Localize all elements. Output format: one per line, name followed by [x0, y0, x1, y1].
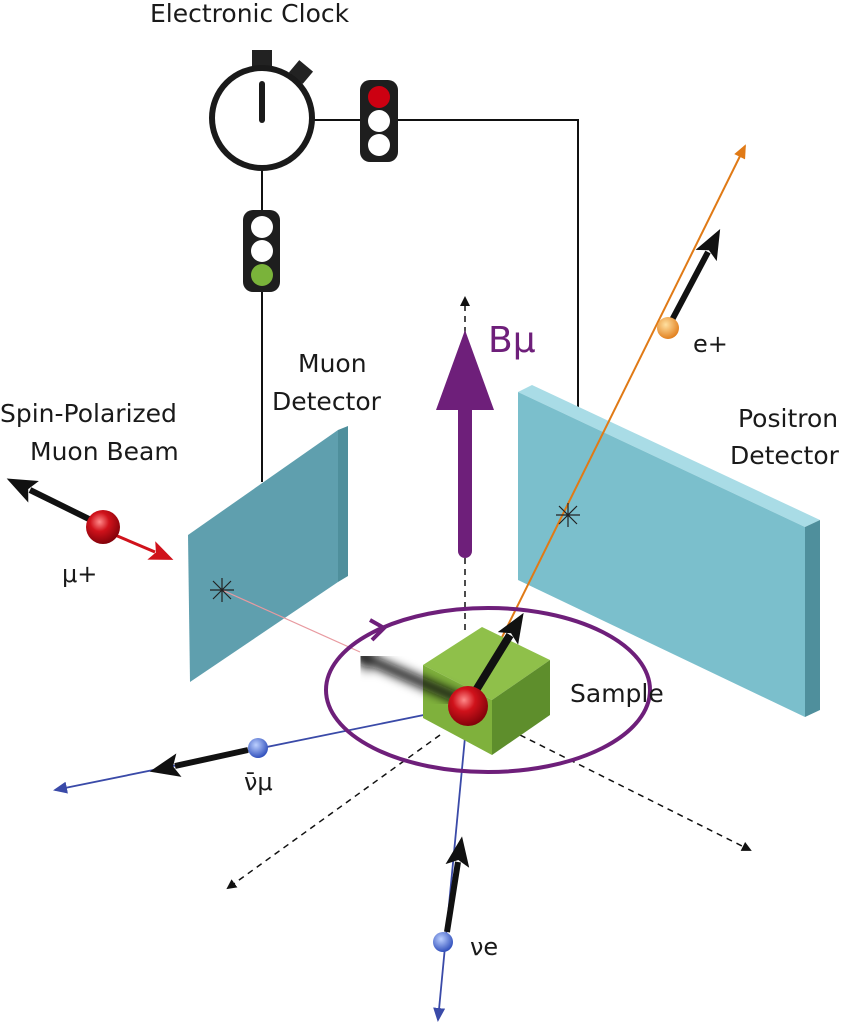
- incoming-muon: [86, 510, 120, 544]
- traffic-light-stop-icon: [360, 80, 398, 162]
- muon-in-sample: [448, 686, 488, 726]
- muon-label: μ+: [62, 560, 97, 588]
- spin-arrow-blurred: [346, 649, 464, 705]
- positron-label: e+: [693, 330, 728, 358]
- positron-detector: [518, 385, 820, 717]
- antineutrino-arrow: [149, 747, 249, 777]
- positron-detector-label-line2: Detector: [730, 441, 840, 470]
- field-label: Bμ: [488, 320, 536, 361]
- muon-track: [221, 589, 361, 653]
- stopwatch-icon: [209, 50, 315, 171]
- hit-mark-positron-icon: [556, 503, 580, 527]
- muon-detector-label-line2: Detector: [272, 387, 382, 416]
- magnetic-field-arrow: [436, 330, 494, 558]
- precession-orbit: [324, 606, 652, 774]
- antineutrino-particle: [248, 738, 268, 758]
- positron-particle: [657, 317, 679, 339]
- sample-label: Sample: [570, 679, 664, 708]
- neutrino-particle: [433, 932, 453, 952]
- positron-detector-label-line1: Positron: [738, 404, 838, 433]
- muon-direction-arrow: [114, 533, 174, 560]
- antineutrino-label: ν̄μ: [244, 768, 273, 796]
- muon-spin-arrow: [6, 478, 97, 525]
- neutrino-arrow: [444, 836, 470, 933]
- positron-momentum-arrow: [669, 229, 721, 322]
- clock-label: Electronic Clock: [150, 0, 350, 28]
- traffic-light-start-icon: [243, 210, 280, 292]
- muon-detector-label-line1: Muon: [298, 349, 367, 378]
- neutrino-track: [433, 705, 469, 1022]
- beam-label-line2: Muon Beam: [30, 437, 179, 466]
- neutrino-label: νe: [470, 933, 498, 961]
- muon-detector: [188, 426, 348, 682]
- beam-label-line1: Spin-Polarized: [0, 399, 177, 428]
- hit-mark-muon-icon: [210, 578, 234, 602]
